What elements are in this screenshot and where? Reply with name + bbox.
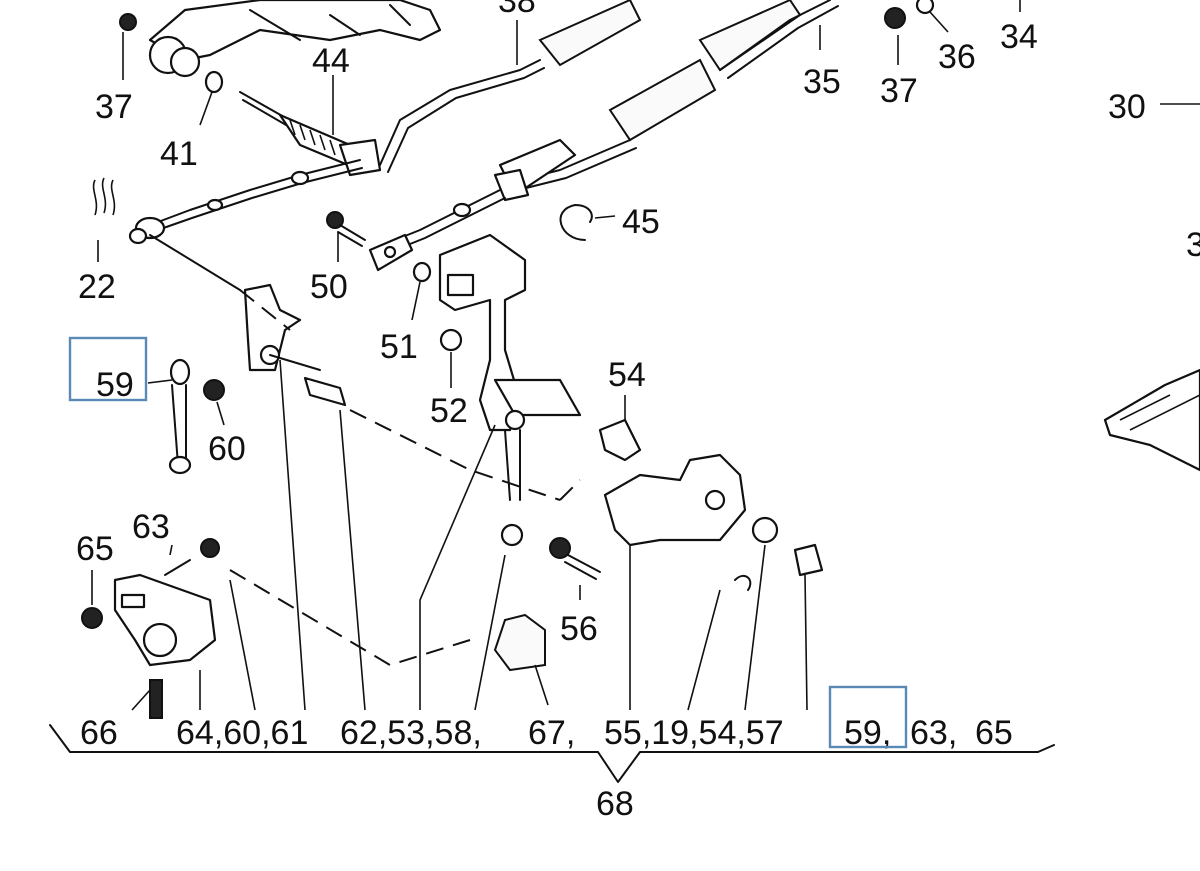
highlight-box-59-left — [68, 336, 148, 402]
label-36: 36 — [938, 38, 976, 76]
bottom-label-55-19-54-57: 55,19,54,57 — [604, 714, 784, 752]
cover-64 — [81, 538, 220, 719]
bottom-label-62-53-58: 62,53,58, — [340, 714, 482, 752]
bracket-53 — [438, 233, 582, 432]
bottom-label-59: 59, — [844, 714, 891, 752]
label-37-right: 37 — [880, 72, 918, 110]
group-bracket-68 — [49, 724, 1055, 783]
bottom-label-63: 63, — [910, 714, 957, 752]
label-50: 50 — [310, 268, 348, 306]
label-35: 35 — [803, 63, 841, 101]
label-38: 38 — [498, 0, 536, 20]
foam-sleeves — [394, 0, 839, 249]
label-37: 37 — [95, 88, 133, 126]
label-56: 56 — [560, 610, 598, 648]
label-63: 63 — [132, 508, 170, 546]
label-30: 30 — [1108, 88, 1146, 126]
label-59-left: 59 — [96, 366, 134, 404]
highlight-box-59-bottom — [828, 685, 908, 749]
bottom-label-65: 65 — [975, 714, 1013, 752]
label-3: 3 — [1186, 226, 1200, 264]
threaded-rod-44 — [239, 91, 382, 177]
ball-joint-58 — [500, 429, 524, 547]
label-45: 45 — [622, 203, 660, 241]
label-41: 41 — [160, 135, 198, 173]
bottom-label-67: 67, — [528, 714, 575, 752]
right-edge-part — [1103, 368, 1200, 472]
selector-housing-55 — [598, 418, 824, 591]
label-34: 34 — [1000, 18, 1038, 56]
label-54: 54 — [608, 356, 646, 394]
highlight-boxes — [68, 336, 908, 749]
label-44: 44 — [312, 42, 350, 80]
bottom-label-64-60-61: 64,60,61 — [176, 714, 308, 752]
upper-bracket — [119, 0, 442, 94]
clip-45 — [559, 204, 593, 241]
label-65: 65 — [76, 530, 114, 568]
callout-labels: 38 34 37 44 41 35 37 36 30 3 45 22 50 51… — [76, 0, 1200, 823]
lever-assembly — [149, 234, 347, 475]
leader-lines — [91, 0, 1200, 711]
bolt-56 — [549, 537, 601, 580]
label-60: 60 — [208, 430, 246, 468]
dashed-guides — [229, 289, 581, 667]
cable-upper — [128, 59, 545, 245]
boot-67 — [493, 613, 546, 672]
nut-37b-washer-36 — [884, 0, 935, 29]
bolt-50-and-bracket — [326, 211, 463, 352]
label-66: 66 — [80, 714, 118, 752]
label-22: 22 — [78, 268, 116, 306]
label-51: 51 — [380, 328, 418, 366]
break-mark-22 — [92, 177, 116, 216]
label-52: 52 — [430, 392, 468, 430]
label-68: 68 — [596, 785, 634, 823]
